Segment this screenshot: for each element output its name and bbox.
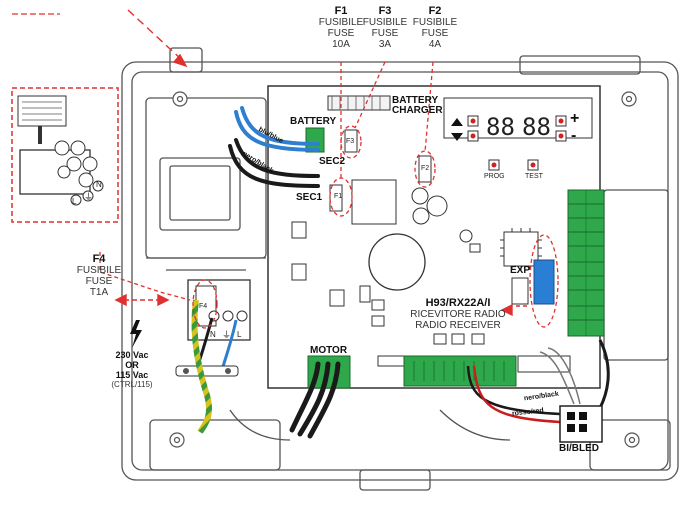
plus-button-label: + [570,110,580,127]
fuse-f3-line1: FUSIBILE [362,17,408,28]
prog-label: PROG [484,173,505,180]
display-digits-1: 88 [486,113,515,141]
fuse-f2-label: F2 FUSIBILE FUSE 4A [408,5,462,51]
fuse-f4-line2: FUSE [85,276,113,287]
fuse-f2-id: F2 [428,5,442,17]
receiver-label: H93/RX22A/I RICEVITORE RADIO RADIO RECEI… [400,297,516,332]
bi-bled-label: BI/BLED [559,443,599,454]
fuse-f4-board-label: F4 [199,303,208,310]
terminal-n-label: N [210,330,216,339]
fuse-f1-line1: FUSIBILE [318,17,364,28]
sec2-label: SEC2 [319,156,346,167]
battery-charger-line2: CHARGER [392,105,443,116]
terminal-l-label: L [237,330,242,339]
lightning-icon [130,320,142,348]
power-or: OR [125,360,139,370]
bled-cables [466,339,610,424]
inset-l-label: L [72,197,77,206]
fuse-f2-rating: 4A [428,39,442,50]
fuse-f3-line2: FUSE [371,28,399,39]
power-spec-label: 230 Vac OR 115 Vac (CTRL/115) [104,350,160,390]
inset-n-label: N [96,180,102,189]
ground-wire [191,299,212,434]
enclosure [121,47,679,491]
fuse-f3-rating: 3A [378,39,392,50]
callout-arrows [114,9,530,317]
fuse-f4-line1: FUSIBILE [76,265,122,276]
fuse-f2-line1: FUSIBILE [412,17,458,28]
fuse-f3-label: F3 FUSIBILE FUSE 3A [358,5,412,51]
test-label: TEST [525,173,543,180]
power-230: 230 Vac [115,350,149,360]
fuse-f1-id: F1 [334,5,348,17]
fuse-f1-label: F1 FUSIBILE FUSE 10A [314,5,368,51]
mains-terminal-block [175,279,251,377]
power-ctrl: (CTRL/115) [111,380,153,389]
control-board [267,85,601,389]
connector-inset [11,87,119,223]
battery-label: BATTERY [290,116,337,127]
battery-cables [228,106,320,188]
fuse-f4-rating: T1A [89,287,109,298]
terminal-earth-label: ⏚ [222,330,232,340]
fuse-f1-board-label: F1 [334,193,343,200]
fuse-f2-line2: FUSE [421,28,449,39]
bled-connector [559,405,603,443]
fuse-highlights [12,13,559,329]
fuse-f4-label: F4 FUSIBILE FUSE T1A [72,253,126,299]
battery-charger-line1: BATTERY [392,95,439,106]
power-115: 115 Vac [115,370,149,380]
receiver-line2: RADIO RECEIVER [415,320,501,331]
right-terminal-strip [567,189,605,337]
fuse-f1-line2: FUSE [327,28,355,39]
motor-cables [289,361,341,439]
fuse-f3-board-label: F3 [346,138,355,145]
sec1-label: SEC1 [296,192,323,203]
battery-charger-label: BATTERY CHARGER [392,96,443,116]
display-digits-2: 88 [522,113,551,141]
inset-earth-label: ⏚ [84,192,94,202]
minus-button-label: - [571,127,577,144]
exp-label: EXP [510,265,531,276]
fuse-f3-id: F3 [378,5,392,17]
receiver-model: H93/RX22A/I [425,297,491,309]
fuse-f2-board-label: F2 [421,165,430,172]
motor-label: MOTOR [310,345,348,356]
fuse-f1-rating: 10A [332,39,350,50]
fuse-f4-id: F4 [92,253,106,265]
receiver-line1: RICEVITORE RADIO [410,309,506,320]
led-display [451,115,567,171]
